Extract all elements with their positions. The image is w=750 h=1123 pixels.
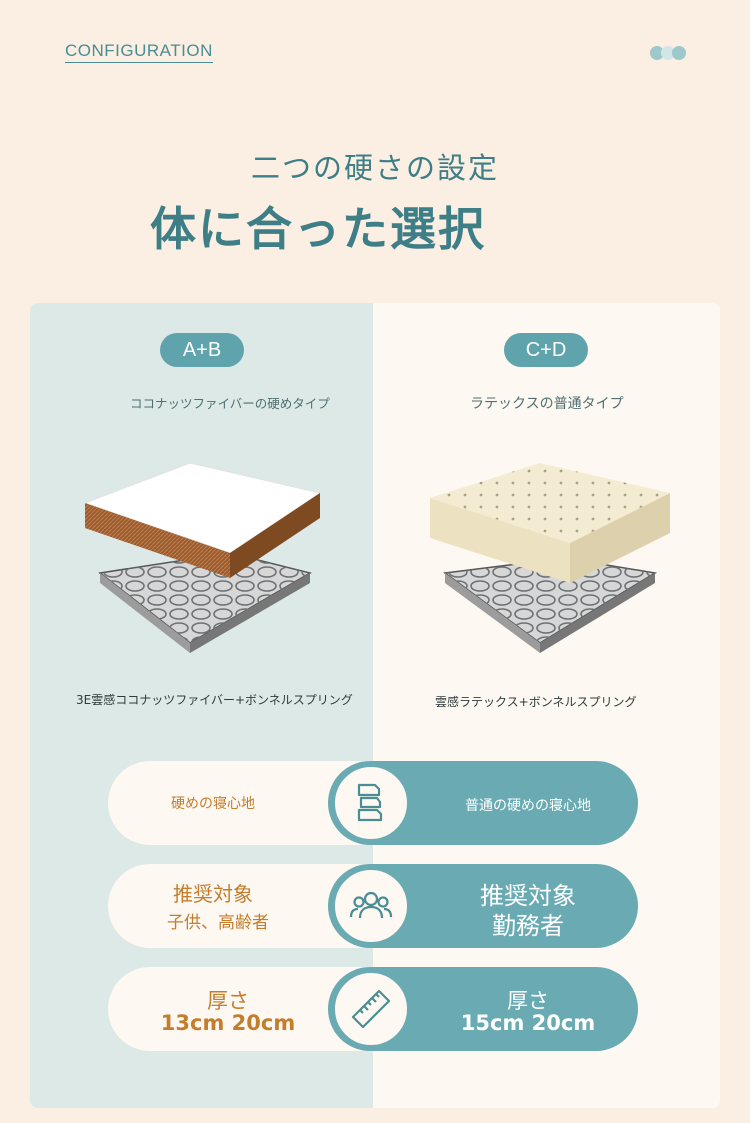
ruler-icon: [351, 989, 391, 1029]
target-right-heading: 推奨対象: [480, 882, 576, 910]
target-right-value: 勤務者: [492, 912, 564, 940]
target-left-value: 子供、高齢者: [167, 913, 269, 933]
page-title: 体に合った選択: [150, 202, 486, 256]
comparison-row-target: 推奨対象 子供、高齢者 推奨対象 勤務者: [108, 864, 638, 948]
latex-mattress-image: [430, 463, 670, 653]
decorative-dots: [650, 46, 686, 60]
type-label-cd: ラテックスの普通タイプ: [470, 396, 624, 412]
type-label-ab: ココナッツファイバーの硬めタイプ: [130, 396, 330, 411]
composition-cd: 雲感ラテックス+ボンネルスプリング: [435, 695, 637, 709]
users-icon: [349, 891, 393, 919]
badge-cd: C+D: [504, 333, 588, 367]
thickness-right-heading: 厚さ: [507, 989, 549, 1013]
thickness-icon-circle: [332, 970, 410, 1048]
composition-ab: 3E雲感ココナッツファイバー+ボンネルスプリング: [76, 693, 353, 707]
feel-right-text: 普通の硬めの寝心地: [465, 798, 591, 814]
target-icon-circle: [332, 867, 410, 945]
comparison-row-thickness: 厚さ 13cm 20cm 厚さ 15cm 20cm: [108, 967, 638, 1051]
thickness-right-value: 15cm 20cm: [460, 1011, 596, 1035]
target-left-heading: 推奨対象: [173, 882, 253, 906]
section-label: CONFIGURATION: [65, 41, 213, 63]
spine-icon: [357, 783, 383, 822]
page-subtitle: 二つの硬さの設定: [250, 151, 499, 185]
comparison-card: A+B C+D ココナッツファイバーの硬めタイプ ラテックスの普通タイプ: [30, 303, 720, 1108]
coconut-mattress-image: [83, 462, 322, 653]
comparison-row-feel: 硬めの寝心地 普通の硬めの寝心地: [108, 761, 638, 845]
thickness-left-value: 13cm 20cm: [160, 1011, 296, 1035]
feel-left-text: 硬めの寝心地: [171, 796, 255, 812]
feel-icon-circle: [332, 764, 410, 842]
thickness-left-heading: 厚さ: [207, 989, 249, 1013]
badge-ab: A+B: [160, 333, 244, 367]
